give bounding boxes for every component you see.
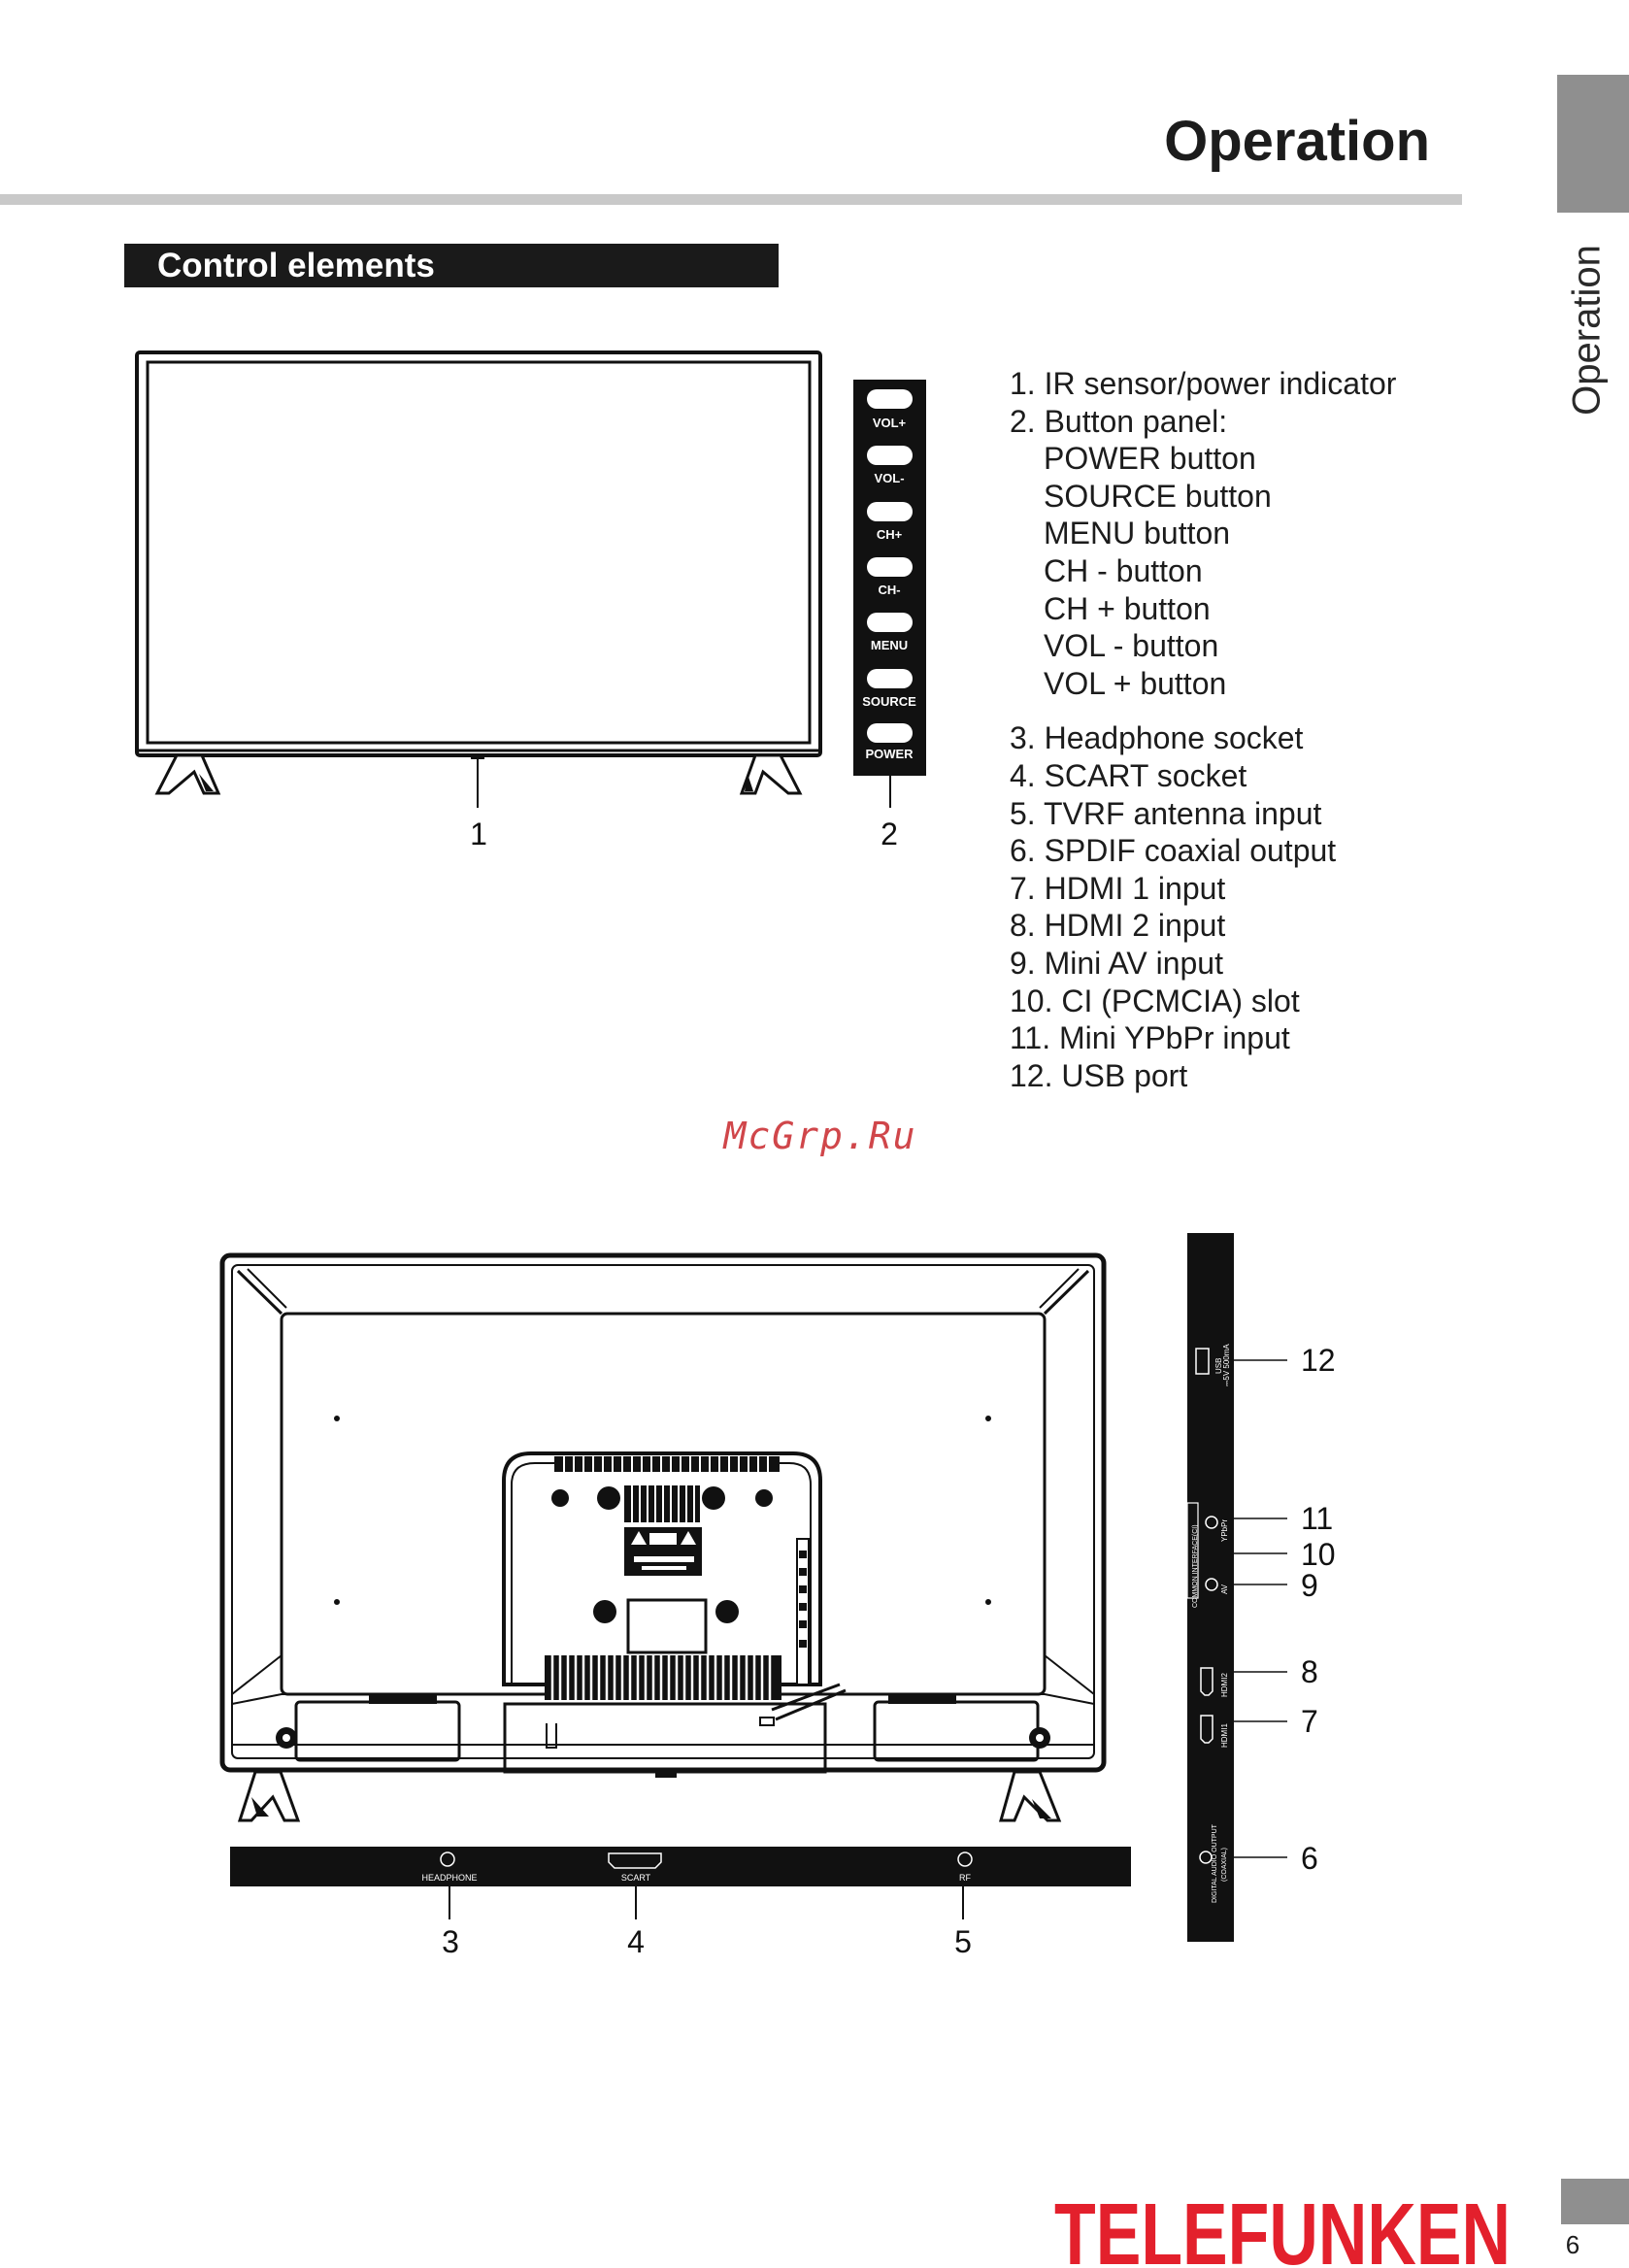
- legend-item: 3. Headphone socket: [1010, 720, 1304, 756]
- legend-subitem: VOL + button: [1044, 665, 1227, 701]
- vol-plus-key: [867, 389, 913, 409]
- power-key: [867, 723, 913, 743]
- hdmi2-port-label: HDMI2: [1220, 1673, 1229, 1697]
- side-tab-label-text: Operation: [1565, 245, 1609, 416]
- rear-callout-3: 3: [442, 1924, 459, 1959]
- ir-sensor: [471, 753, 484, 759]
- usb-port-label: USB: [1214, 1358, 1223, 1374]
- legend-item: 5. TVRF antenna input: [1010, 795, 1322, 831]
- vol-minus-key: [867, 446, 913, 465]
- side-callout-6: 6: [1301, 1841, 1318, 1876]
- tv-front-screen: [146, 360, 812, 745]
- spdif-port: [1199, 1851, 1213, 1864]
- vol-plus-label: VOL+: [873, 416, 907, 430]
- side-tab-marker: [1557, 75, 1629, 213]
- legend-subitem: VOL - button: [1044, 628, 1219, 664]
- front-callout-1: 1: [470, 817, 487, 851]
- ch-minus-key: [867, 557, 913, 577]
- legend-subitem: MENU button: [1044, 516, 1231, 551]
- brand-logo: TELEFUNKEN: [1054, 2186, 1511, 2268]
- side-callout-12: 12: [1301, 1343, 1336, 1378]
- legend-gap: [1010, 702, 1466, 719]
- spdif-port-label: DIGITAL AUDIO OUTPUT: [1212, 1823, 1218, 1903]
- rear-base-block: [503, 1702, 827, 1774]
- rear-callout-5: 5: [954, 1924, 972, 1959]
- title-rule: [0, 194, 1462, 205]
- side-callout-11: 11: [1301, 1501, 1333, 1536]
- bottom-connector-strip: [230, 1847, 1131, 1886]
- legend-item: 6. SPDIF coaxial output: [1010, 833, 1337, 869]
- rf-port: [957, 1851, 973, 1867]
- legend-subitem: CH + button: [1044, 590, 1211, 626]
- rating-label: [626, 1598, 708, 1654]
- legend-item: 7. HDMI 1 input: [1010, 870, 1226, 906]
- av-port-label: AV: [1220, 1584, 1229, 1594]
- ch-plus-label: CH+: [877, 527, 903, 542]
- front-right-foot: [739, 753, 803, 795]
- source-label: SOURCE: [862, 694, 916, 709]
- legend-item: 11. Mini YPbPr input: [1010, 1020, 1290, 1056]
- side-connector-strip: [1187, 1233, 1234, 1942]
- vol-minus-label: VOL-: [874, 471, 904, 485]
- button-panel: [853, 380, 926, 776]
- ch-minus-label: CH-: [878, 583, 900, 597]
- rear-view-diagram: HEADPHONE SCART RF 3 4 5: [219, 1252, 1131, 1959]
- watermark: McGrp.Ru: [723, 1115, 917, 1157]
- hdmi1-port: [1200, 1715, 1213, 1744]
- legend-item: 2. Button panel:: [1010, 403, 1228, 439]
- headphone-port-label: HEADPHONE: [421, 1873, 477, 1883]
- legend-item: 10. CI (PCMCIA) slot: [1010, 983, 1300, 1018]
- hdmi2-port: [1200, 1667, 1213, 1696]
- ci-slot-label: COMMON INTERFACE(CI): [1192, 1524, 1199, 1608]
- scart-port-label: SCART: [621, 1873, 651, 1883]
- ci-slot: [1186, 1502, 1199, 1599]
- front-callout-2: 2: [881, 817, 898, 851]
- av-port: [1205, 1578, 1218, 1591]
- headphone-port: [440, 1851, 455, 1867]
- legend-item: 9. Mini AV input: [1010, 945, 1223, 981]
- rear-right-foot: [999, 1770, 1062, 1822]
- brand-logo-text: TELEFUNKEN: [1054, 2186, 1511, 2268]
- legend-item: 12. USB port: [1010, 1057, 1188, 1093]
- legend-subitem: POWER button: [1044, 441, 1256, 477]
- page-tab-marker: [1561, 2179, 1629, 2224]
- side-tab-label: Operation: [1534, 233, 1629, 427]
- power-label: POWER: [865, 747, 914, 761]
- ypbpr-port: [1205, 1516, 1218, 1529]
- legend-list: 1. IR sensor/power indicator 2. Button p…: [1010, 365, 1466, 1094]
- ch-plus-key: [867, 502, 913, 521]
- rear-left-foot: [237, 1770, 301, 1822]
- side-callout-8: 8: [1301, 1654, 1318, 1689]
- legend-item: 4. SCART socket: [1010, 757, 1247, 793]
- rear-center-housing: [502, 1451, 822, 1700]
- side-callout-9: 9: [1301, 1568, 1318, 1603]
- legend-subitem: CH - button: [1044, 552, 1203, 588]
- usb-port: [1195, 1348, 1210, 1375]
- legend-item: 8. HDMI 2 input: [1010, 908, 1226, 944]
- hdmi1-port-label: HDMI1: [1220, 1723, 1229, 1748]
- menu-key: [867, 613, 913, 632]
- tv-front-bezel: [135, 350, 822, 757]
- usb-rating-label: ⎓5V 500mA: [1222, 1344, 1231, 1386]
- side-callout-7: 7: [1301, 1704, 1318, 1739]
- front-view-diagram: 1 VOL+ VOL- CH+ CH- MENU SOURCE POWER 2: [135, 350, 926, 851]
- side-connector-diagram: USB ⎓5V 500mA COMMON INTERFACE(CI) YPbPr…: [1186, 1233, 1336, 1942]
- page-number: 6: [1565, 2230, 1580, 2259]
- ypbpr-port-label: YPbPr: [1220, 1519, 1229, 1542]
- source-key: [867, 669, 913, 688]
- rear-callout-4: 4: [627, 1924, 645, 1959]
- section-header: Control elements: [124, 244, 779, 287]
- menu-label: MENU: [871, 638, 908, 652]
- legend-item: 1. IR sensor/power indicator: [1010, 366, 1397, 401]
- scart-port: [608, 1852, 662, 1869]
- spdif-port-sublabel: (COAXIAL): [1221, 1848, 1228, 1882]
- page-title: Operation: [1164, 110, 1430, 173]
- rf-port-label: RF: [959, 1873, 971, 1883]
- legend-subitem: SOURCE button: [1044, 478, 1272, 514]
- side-callout-10: 10: [1301, 1537, 1336, 1572]
